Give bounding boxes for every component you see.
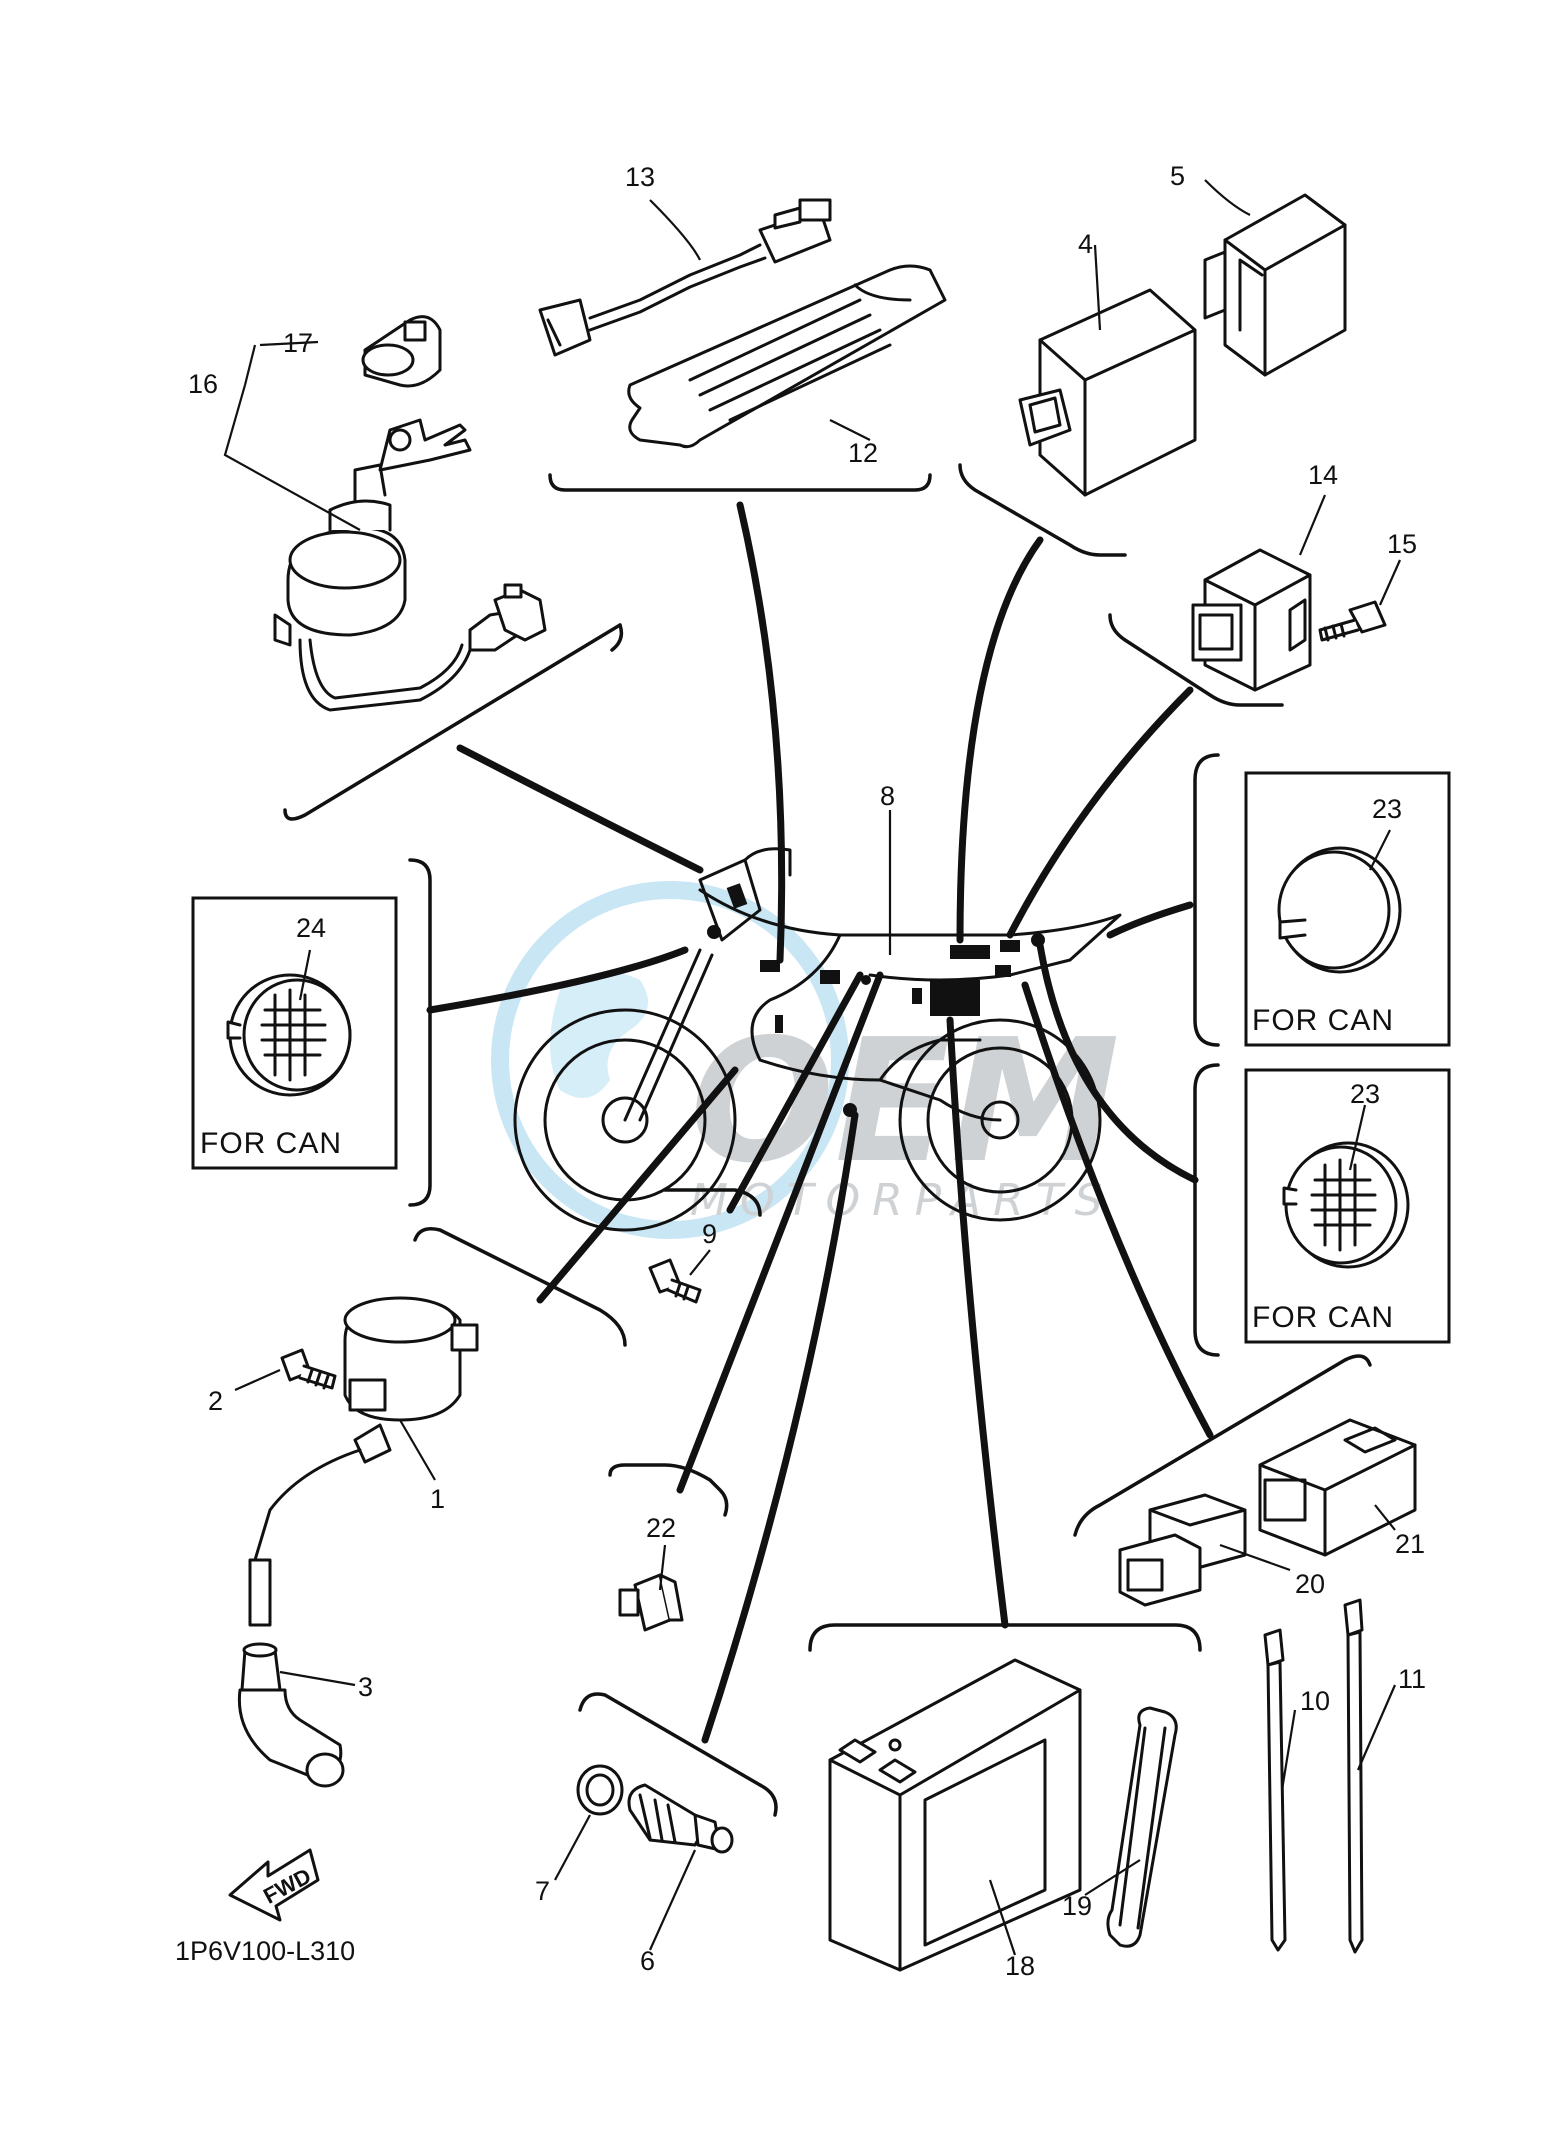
- label-21: 21: [1395, 1529, 1425, 1559]
- label-8: 8: [880, 781, 895, 811]
- connector-20: [1118, 1493, 1247, 1607]
- bolt-2: [280, 1348, 337, 1390]
- fwd-arrow-icon: FWD: [228, 1848, 320, 1922]
- plug-cap: [237, 1642, 345, 1788]
- label-23-bottom: 23: [1350, 1079, 1380, 1109]
- battery-band: [1106, 1706, 1178, 1948]
- label-5: 5: [1170, 161, 1185, 191]
- label-7: 7: [535, 1876, 550, 1906]
- label-1: 1: [430, 1484, 445, 1514]
- relay-4: [1018, 288, 1197, 497]
- can-box-23-bottom: [1244, 1068, 1451, 1344]
- label-18: 18: [1005, 1951, 1035, 1981]
- can-note-23-top: FOR CAN: [1252, 1004, 1394, 1037]
- watermark: OEM MOTORPARTS: [491, 881, 1120, 1239]
- cable-tie-11: [1343, 1598, 1364, 1954]
- label-24: 24: [296, 913, 326, 943]
- label-23-top: 23: [1372, 794, 1402, 824]
- label-16: 16: [188, 369, 218, 399]
- bolt-9: [648, 1258, 702, 1304]
- bracket-plate: [627, 264, 947, 449]
- can-box-23-top: [1244, 771, 1451, 1047]
- group-brackets: [283, 463, 1372, 1817]
- label-6: 6: [640, 1946, 655, 1976]
- diagram-code: 1P6V100-L310: [175, 1936, 355, 1966]
- label-2: 2: [208, 1386, 223, 1416]
- leader-lines: [223, 179, 1402, 1956]
- label-14: 14: [1308, 460, 1338, 490]
- connector-lines: [426, 501, 1214, 1744]
- label-11: 11: [1398, 1664, 1426, 1694]
- label-10: 10: [1300, 1686, 1330, 1716]
- connector-21: [1258, 1418, 1417, 1557]
- bolt-15: [1318, 600, 1387, 642]
- can-box-24: [191, 896, 398, 1170]
- can-note-23-bottom: FOR CAN: [1252, 1301, 1394, 1334]
- label-4: 4: [1078, 229, 1093, 259]
- washer-7: [576, 1764, 624, 1816]
- label-22: 22: [646, 1513, 676, 1543]
- label-15: 15: [1387, 529, 1417, 559]
- relay-5: [1203, 193, 1347, 377]
- label-17: 17: [283, 328, 313, 358]
- battery: [828, 1658, 1082, 1972]
- label-3: 3: [358, 1672, 373, 1702]
- watermark-globe: [491, 881, 849, 1239]
- ignition-switch: [273, 315, 547, 712]
- part-labels: 13 12 4 5 14 15 17 16 24 8 23 23 9 2 1 3…: [188, 161, 1426, 1981]
- bike-markers: [707, 883, 1045, 1117]
- can-note-24: FOR CAN: [200, 1127, 342, 1160]
- cable-tie-10: [1263, 1628, 1287, 1952]
- label-12: 12: [848, 438, 878, 468]
- ignition-coil: [248, 1296, 479, 1627]
- label-9: 9: [702, 1219, 717, 1249]
- fuse-holder: [618, 1573, 684, 1632]
- label-13: 13: [625, 162, 655, 192]
- lead-wire: [538, 198, 832, 357]
- flasher-relay: [1191, 548, 1312, 692]
- label-19: 19: [1062, 1891, 1092, 1921]
- label-20: 20: [1295, 1569, 1325, 1599]
- watermark-brand: OEM: [690, 1003, 1120, 1201]
- watermark-continent: [550, 972, 648, 1098]
- neutral-switch: [627, 1783, 734, 1854]
